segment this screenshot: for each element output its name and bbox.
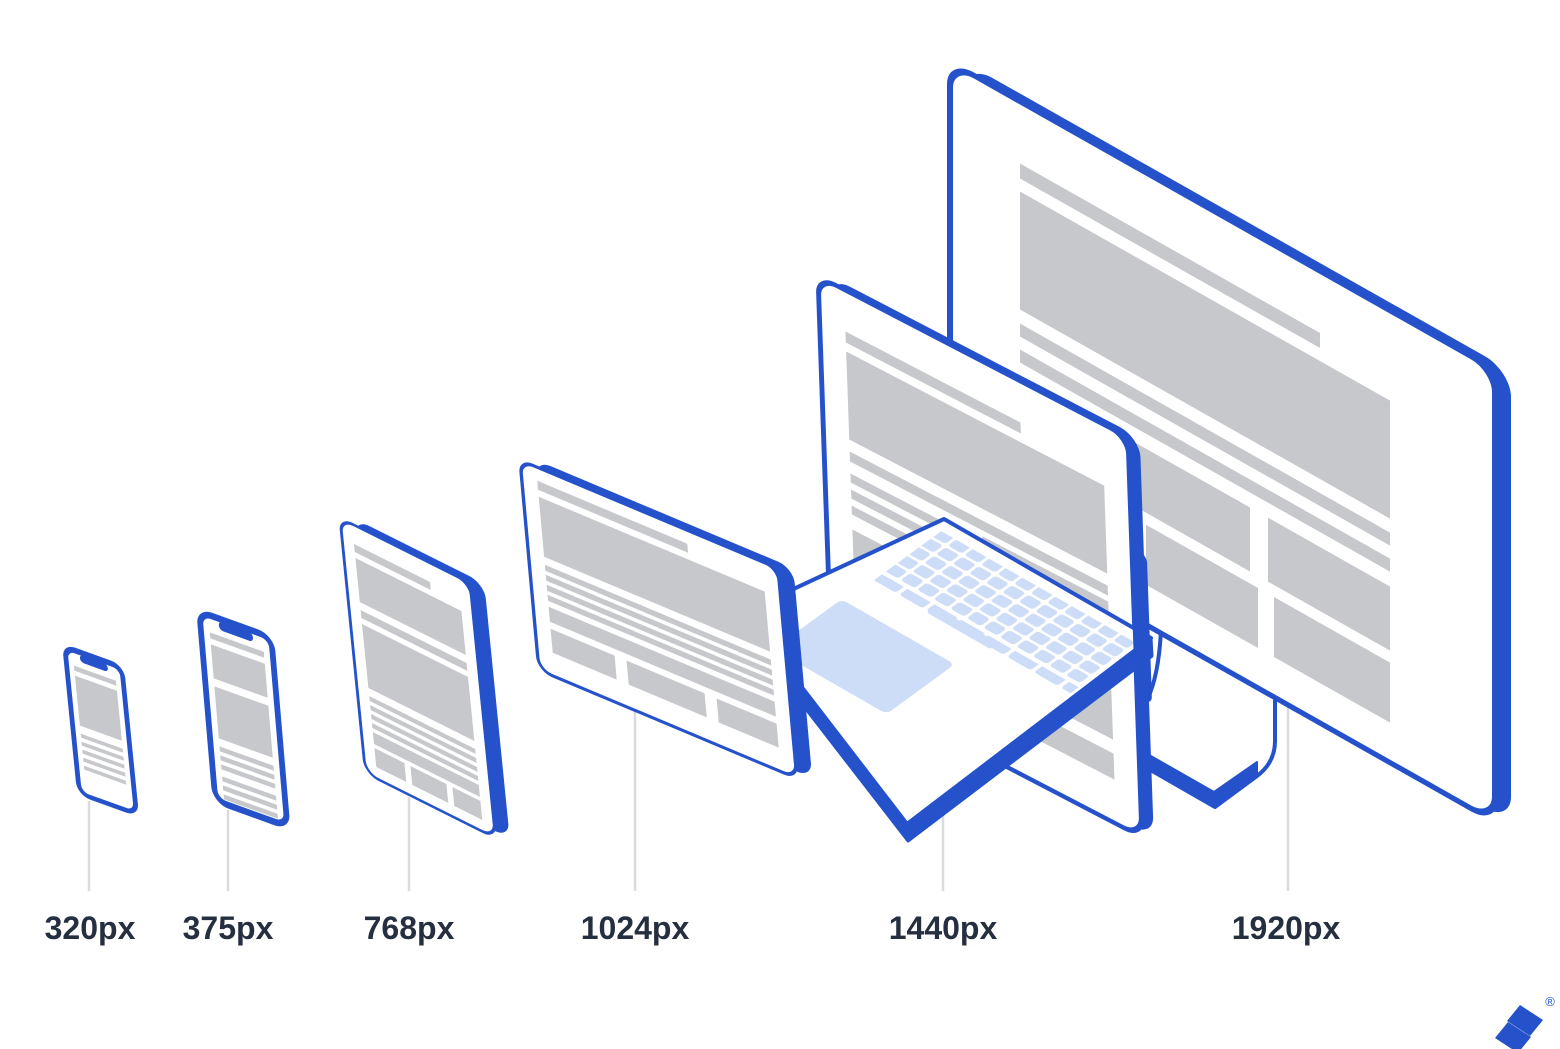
wireframe-line (1020, 323, 1390, 546)
wireframe-line (80, 733, 124, 753)
keyboard-keys (883, 531, 1138, 687)
wireframe-line (545, 574, 773, 676)
wireframe-line (544, 564, 772, 666)
phone-notch (218, 622, 253, 641)
wireframe-bar (360, 610, 468, 671)
wireframe-line (83, 757, 126, 777)
device-display-1024 (519, 462, 811, 776)
logo-mark-bottom (1495, 1022, 1531, 1049)
device-phone-320 (63, 646, 138, 814)
wireframe-hero (362, 624, 475, 741)
laptop-keyboard (776, 531, 1138, 713)
device-tablet-768 (339, 521, 509, 835)
display-wireframe-content (537, 480, 779, 748)
breakpoint-label-1440: 1440px (889, 910, 998, 946)
tablet-wireframe-content (354, 544, 483, 820)
wireframe-block (716, 698, 779, 748)
phone-wireframe-content (73, 665, 127, 785)
spacebar-key (927, 607, 998, 649)
wireframe-block (1274, 597, 1390, 723)
wireframe-bar (548, 606, 776, 717)
device-phone-375 (197, 611, 290, 827)
wireframe-bar (537, 480, 689, 553)
wireframe-hero (538, 496, 771, 652)
wireframe-line (222, 785, 278, 810)
wireframe-line (223, 794, 278, 819)
wireframe-line (222, 776, 277, 801)
wireframe-bar (1039, 715, 1115, 780)
wireframe-line (371, 723, 479, 781)
breakpoint-label-768: 768px (364, 910, 455, 946)
wireframe-block (1268, 517, 1390, 651)
phone-wireframe-content (209, 632, 278, 819)
connector-lines (87, 706, 1290, 891)
wireframe-block (210, 644, 268, 698)
wireframe-line (220, 755, 275, 780)
wireframe-line (547, 594, 775, 696)
trackpad (776, 601, 952, 713)
wireframe-bar (372, 732, 481, 797)
breakpoint-label-375: 375px (183, 910, 274, 946)
wireframe-bar (845, 331, 1021, 434)
phone-notch (79, 655, 108, 672)
wireframe-line (1020, 349, 1390, 572)
wireframe-bar (1020, 163, 1320, 349)
wireframe-hero (74, 675, 122, 741)
wireframe-hero (214, 686, 273, 758)
wireframe-hero (1020, 191, 1390, 519)
wireframe-line (369, 696, 476, 754)
wireframe-block (452, 787, 483, 820)
laptop-screen-side-edge (1130, 549, 1152, 702)
device-laptop-1440 (742, 280, 1154, 843)
wireframe-line (546, 584, 774, 686)
wireframe-hero (846, 351, 1108, 574)
wireframe-line (83, 765, 127, 785)
wireframe-block (1132, 440, 1250, 572)
wireframe-line (849, 451, 1109, 596)
wireframe-bar (73, 665, 117, 686)
wireframe-line (371, 714, 478, 772)
wireframe-block (626, 660, 707, 718)
wireframe-line (81, 741, 124, 761)
registered-trademark-icon: ® (1545, 994, 1555, 1009)
breakpoint-label-320: 320px (45, 910, 136, 946)
wireframe-line (370, 705, 477, 763)
logo-mark-top (1507, 1005, 1543, 1036)
wireframe-block (374, 748, 407, 782)
wireframe-bar (209, 632, 265, 658)
breakpoint-labels: 320px 375px 768px 1024px 1440px 1920px (45, 910, 1341, 946)
toptal-logo: ® (1495, 994, 1555, 1049)
breakpoint-label-1920: 1920px (1232, 910, 1341, 946)
wireframe-line (219, 746, 274, 771)
wireframe-line (82, 749, 125, 769)
wireframe-block (550, 628, 617, 680)
wireframe-block (410, 766, 449, 803)
laptop-screen-edge-overlay (1130, 549, 1152, 702)
wireframe-block (1146, 524, 1258, 649)
breakpoint-label-1024: 1024px (581, 910, 690, 946)
wireframe-line (221, 764, 276, 789)
wireframe-bar (354, 544, 431, 590)
wireframe-block (355, 558, 466, 655)
